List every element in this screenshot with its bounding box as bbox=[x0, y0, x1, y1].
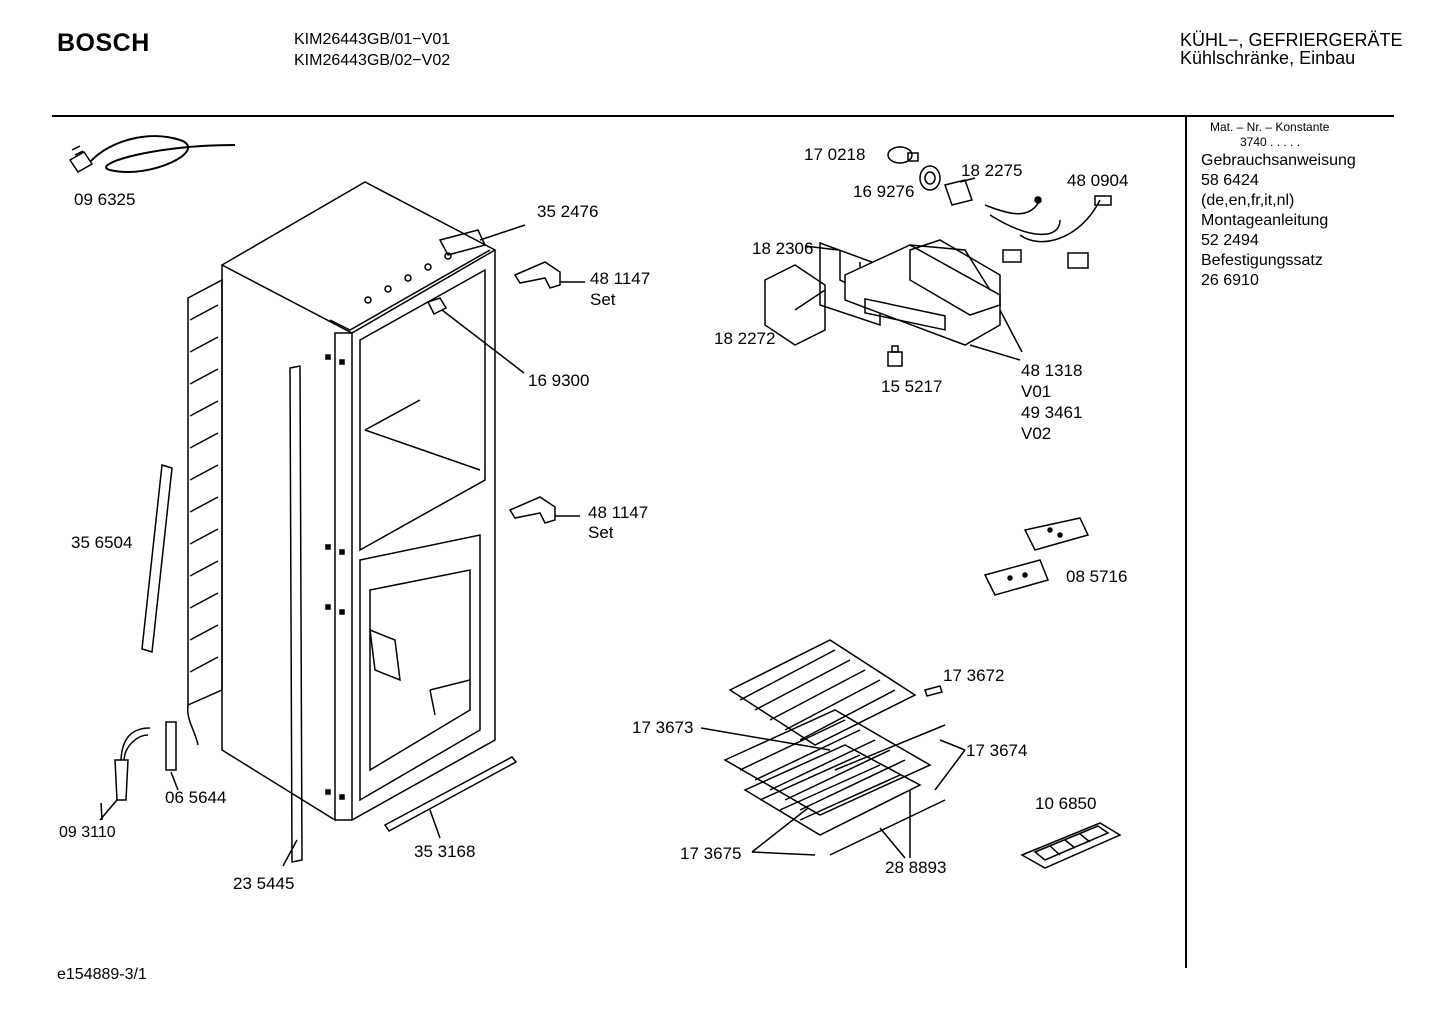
part-label-set-upper: Set bbox=[590, 290, 616, 309]
condenser-coil bbox=[186, 278, 223, 746]
cover-cap bbox=[764, 264, 826, 346]
part-label-065644: 06 5644 bbox=[165, 788, 227, 807]
part-label-106850: 10 6850 bbox=[1035, 794, 1097, 813]
clip-173672 bbox=[924, 685, 943, 697]
sidebar-item-mounting-kit-number: 26 6910 bbox=[1201, 272, 1259, 289]
part-label-v02: V02 bbox=[1021, 424, 1052, 443]
mat-nr-label: Mat. – Nr. – Konstante bbox=[1210, 120, 1330, 134]
part-label-182306: 18 2306 bbox=[752, 239, 814, 258]
part-label-093110: 09 3110 bbox=[59, 824, 116, 841]
sidebar-item-manual-number: 58 6424 bbox=[1201, 172, 1259, 189]
bottom-strip bbox=[383, 756, 518, 839]
part-label-set-lower: Set bbox=[588, 523, 614, 542]
lamp-holder bbox=[919, 165, 941, 191]
model-number-2: KIM26443GB/02−V02 bbox=[294, 52, 451, 69]
sidebar-item-languages: (de,en,fr,it,nl) bbox=[1201, 192, 1295, 209]
drawing-code: e154889-3/1 bbox=[57, 966, 147, 983]
part-label-155217: 15 5217 bbox=[881, 377, 943, 396]
part-label-353168: 35 3168 bbox=[414, 842, 476, 861]
leader-481318-b bbox=[999, 309, 1023, 353]
part-label-170218: 17 0218 bbox=[804, 145, 866, 164]
cabinet-body bbox=[220, 181, 497, 822]
front-strip bbox=[282, 365, 303, 867]
switch-part bbox=[887, 345, 903, 367]
part-label-288893: 28 8893 bbox=[885, 858, 947, 877]
header-divider bbox=[52, 115, 1394, 117]
leader-173674-b bbox=[934, 749, 966, 791]
lamp-socket bbox=[944, 177, 976, 206]
part-label-v01: V01 bbox=[1021, 382, 1052, 401]
evaporator-shelf bbox=[723, 639, 946, 856]
mat-nr-value: 3740 . . . . . bbox=[1240, 135, 1301, 149]
leader-173673 bbox=[700, 727, 831, 751]
ice-pack bbox=[983, 517, 1090, 596]
part-label-173675: 17 3675 bbox=[680, 844, 742, 863]
sidebar-divider bbox=[1185, 116, 1187, 968]
part-label-481318: 48 1318 bbox=[1021, 361, 1083, 380]
power-cord bbox=[68, 135, 236, 173]
ice-cube-tray bbox=[1020, 822, 1122, 869]
leader-352476 bbox=[479, 224, 526, 241]
hinge-upper bbox=[513, 261, 585, 289]
exploded-view-drawing bbox=[68, 135, 1122, 869]
model-number-1: KIM26443GB/01−V01 bbox=[294, 31, 451, 48]
brand-logo: BOSCH bbox=[57, 29, 150, 57]
leader-093110 bbox=[100, 802, 103, 821]
part-label-182275: 18 2275 bbox=[961, 161, 1023, 180]
part-label-493461: 49 3461 bbox=[1021, 403, 1083, 422]
leader-288893-a bbox=[879, 827, 906, 859]
sidebar-item-installation: Montageanleitung bbox=[1201, 212, 1329, 229]
plug-part bbox=[165, 721, 179, 791]
sidebar-item-mounting-kit: Befestigungssatz bbox=[1201, 252, 1323, 269]
sidebar-item-installation-number: 52 2494 bbox=[1201, 232, 1259, 249]
part-label-169300: 16 9300 bbox=[528, 371, 590, 390]
part-label-096325: 09 6325 bbox=[74, 190, 136, 209]
wiring-harness bbox=[984, 195, 1112, 269]
part-label-173672: 17 3672 bbox=[943, 666, 1005, 685]
part-label-356504: 35 6504 bbox=[71, 533, 133, 552]
top-bracket bbox=[438, 229, 487, 256]
control-board bbox=[909, 239, 1001, 316]
part-label-481147-lower: 48 1147 bbox=[588, 503, 649, 522]
part-label-480904: 48 0904 bbox=[1067, 171, 1129, 190]
part-label-352476: 35 2476 bbox=[537, 202, 599, 221]
hinge-lower bbox=[508, 496, 580, 524]
part-label-085716: 08 5716 bbox=[1066, 567, 1128, 586]
part-label-173673: 17 3673 bbox=[632, 718, 694, 737]
control-housing bbox=[844, 244, 1001, 346]
part-label-182272: 18 2272 bbox=[714, 329, 776, 348]
leader-173674-a bbox=[939, 739, 966, 751]
part-label-235445: 23 5445 bbox=[233, 874, 295, 893]
category-title: KÜHL−, GEFRIERGERÄTE bbox=[1180, 30, 1403, 50]
part-label-173674: 17 3674 bbox=[966, 741, 1028, 760]
capillary-sensor bbox=[99, 727, 151, 821]
leader-173675 bbox=[751, 851, 816, 856]
sidebar-item-manual: Gebrauchsanweisung bbox=[1201, 152, 1356, 169]
lamp-bulb bbox=[887, 146, 919, 164]
seal-strip bbox=[141, 464, 173, 653]
leader-173675-b bbox=[751, 807, 809, 853]
leader-481318-a bbox=[969, 344, 1021, 361]
category-subtitle: Kühlschränke, Einbau bbox=[1180, 48, 1356, 68]
part-label-169276: 16 9276 bbox=[853, 182, 915, 201]
sensor-clip bbox=[426, 297, 525, 374]
part-label-481147-upper: 48 1147 bbox=[590, 269, 651, 288]
